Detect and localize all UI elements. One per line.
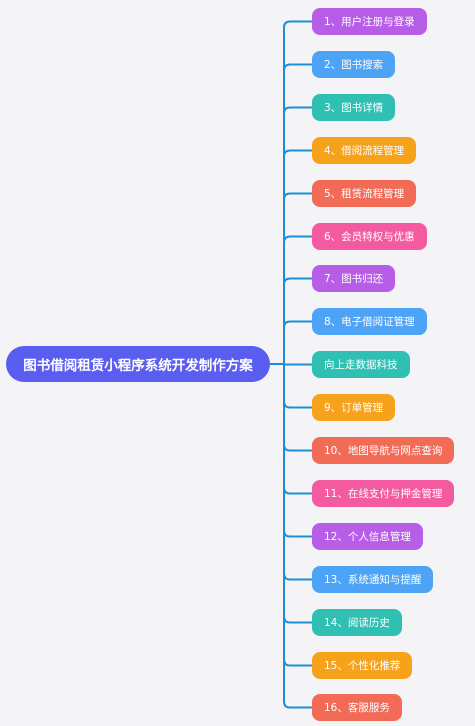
branch-connector (283, 106, 312, 114)
root-topic[interactable]: 图书借阅租赁小程序系统开发制作方案 (6, 346, 270, 382)
child-topic[interactable]: 向上走数据科技 (312, 351, 410, 378)
child-topic[interactable]: 4、借阅流程管理 (312, 137, 417, 164)
branch-connector (283, 277, 312, 285)
child-topic[interactable]: 6、会员特权与优惠 (312, 223, 427, 250)
branch-connector (283, 659, 312, 667)
child-topic[interactable]: 13、系统通知与提醒 (312, 566, 434, 593)
child-topic[interactable]: 16、客服服务 (312, 694, 402, 721)
branch-connector (283, 63, 312, 71)
child-topic[interactable]: 7、图书归还 (312, 265, 396, 292)
child-topic[interactable]: 5、租赁流程管理 (312, 180, 417, 207)
branch-connector (283, 530, 312, 538)
branch-connector (283, 235, 312, 243)
branch-connector (283, 616, 312, 624)
branch-connector (283, 487, 312, 495)
child-topic[interactable]: 9、订单管理 (312, 394, 396, 421)
branch-connector (283, 401, 312, 409)
branch-connector (283, 320, 312, 328)
branch-connector (283, 573, 312, 581)
child-topic[interactable]: 12、个人信息管理 (312, 523, 423, 550)
child-topic[interactable]: 3、图书详情 (312, 94, 396, 121)
child-topic[interactable]: 10、地图导航与网点查询 (312, 437, 455, 464)
child-topic[interactable]: 1、用户注册与登录 (312, 8, 427, 35)
branch-connector (283, 20, 312, 28)
child-topic[interactable]: 11、在线支付与押金管理 (312, 480, 455, 507)
child-topic[interactable]: 8、电子借阅证管理 (312, 308, 427, 335)
branch-connector (283, 192, 312, 200)
child-topic[interactable]: 14、阅读历史 (312, 609, 402, 636)
branch-connector (283, 444, 312, 452)
branch-connector (283, 149, 312, 157)
child-topic[interactable]: 15、个性化推荐 (312, 652, 413, 679)
child-topic[interactable]: 2、图书搜索 (312, 51, 396, 78)
branch-connector (283, 701, 312, 709)
